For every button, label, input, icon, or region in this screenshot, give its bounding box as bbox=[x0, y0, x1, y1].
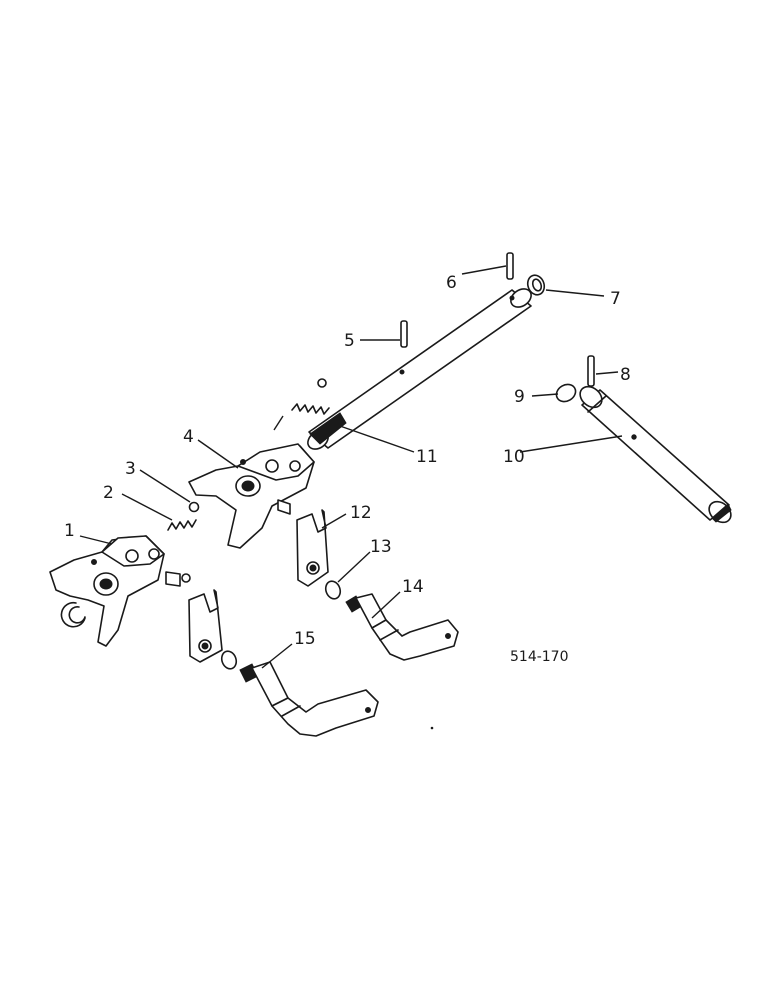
callout-14: 14 bbox=[402, 577, 424, 597]
callout-9: 9 bbox=[514, 387, 525, 407]
callout-8: 8 bbox=[620, 365, 631, 385]
callout-13: 13 bbox=[370, 537, 392, 557]
callout-6: 6 bbox=[446, 273, 457, 293]
shift-rail-10 bbox=[579, 385, 732, 524]
callout-12: 12 bbox=[350, 503, 372, 523]
callout-3: 3 bbox=[125, 459, 136, 479]
callout-labels: 1 2 3 4 5 6 7 8 9 10 11 12 13 14 15 bbox=[64, 273, 631, 649]
callout-11: 11 bbox=[416, 447, 438, 467]
callout-7: 7 bbox=[610, 289, 621, 309]
shift-lever-14 bbox=[345, 593, 459, 661]
callout-5: 5 bbox=[344, 331, 355, 351]
snap-ring-lower bbox=[60, 601, 86, 628]
roll-pin-6 bbox=[506, 252, 514, 280]
snap-ring-7 bbox=[526, 274, 546, 296]
interlock-plate-lower bbox=[188, 589, 223, 663]
shift-lever-15 bbox=[239, 661, 379, 737]
stray-mark bbox=[430, 726, 434, 730]
shift-fork-4 bbox=[188, 443, 315, 549]
leader-lines bbox=[79, 265, 623, 669]
detent-spring-2 bbox=[167, 519, 197, 531]
shift-rail-11 bbox=[307, 288, 532, 450]
detent-spring-upper bbox=[273, 378, 330, 431]
callout-1: 1 bbox=[64, 521, 75, 541]
roll-pin-8 bbox=[587, 355, 595, 387]
o-ring-15 bbox=[220, 650, 238, 670]
callout-4: 4 bbox=[183, 427, 194, 447]
o-ring-9 bbox=[555, 383, 577, 403]
callout-15: 15 bbox=[294, 629, 316, 649]
interlock-plate-12 bbox=[296, 509, 329, 587]
reference-code: 514-170 bbox=[510, 649, 569, 665]
shift-fork-1 bbox=[49, 535, 191, 647]
callout-10: 10 bbox=[503, 447, 525, 467]
detent-ball-3 bbox=[188, 501, 200, 513]
callout-2: 2 bbox=[103, 483, 114, 503]
roll-pin-5 bbox=[400, 320, 408, 348]
o-ring-13 bbox=[324, 580, 342, 600]
